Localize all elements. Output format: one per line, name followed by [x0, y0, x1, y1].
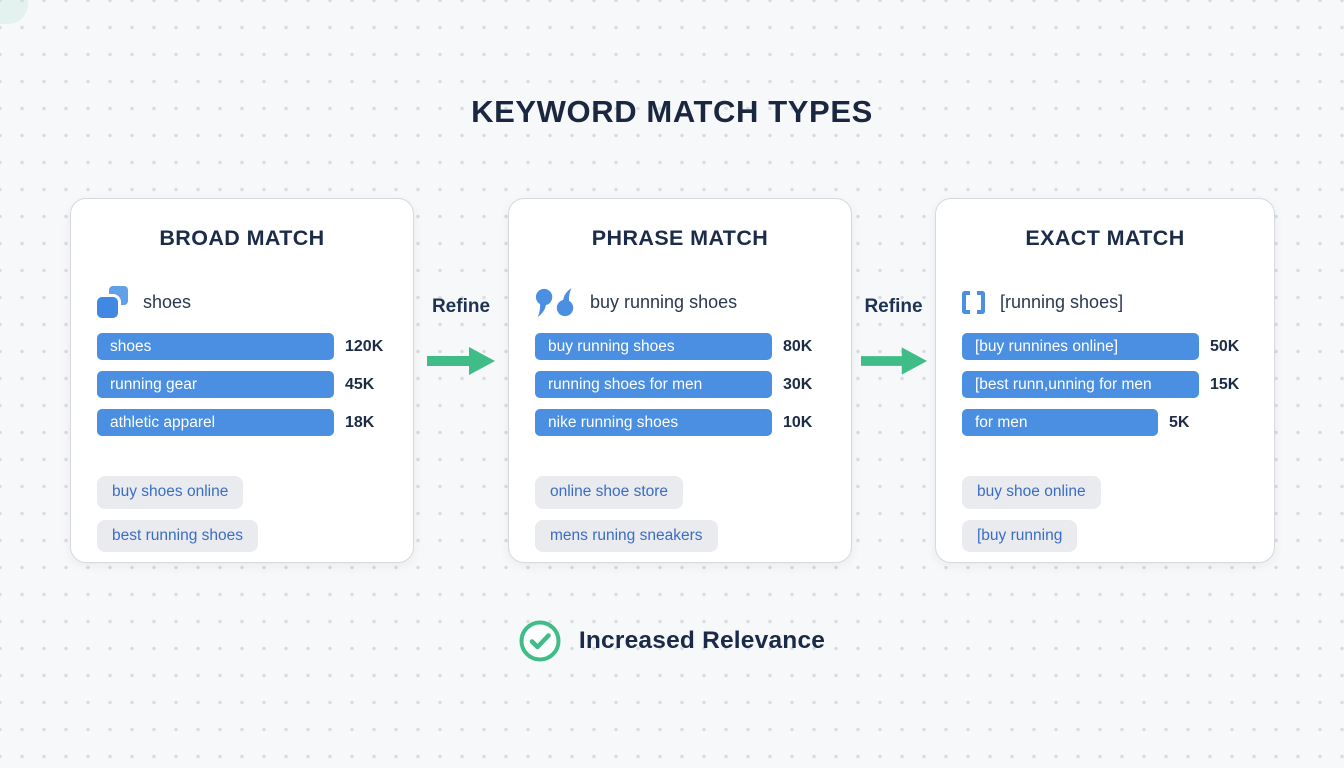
related-term-pill: buy shoes online [97, 476, 244, 509]
bracket-right [977, 290, 985, 314]
keyword-row: buy running shoes [535, 285, 825, 319]
related-term-pill: mens runing sneakers [535, 519, 718, 552]
volume-bar-row: running shoes for men 30K [535, 371, 825, 398]
volume-bar-row: for men 5K [962, 409, 1248, 436]
brackets-icon [962, 290, 985, 314]
volume-bar-label: [best runn,unning for men [975, 375, 1152, 393]
volume-bar: athletic apparel [97, 409, 334, 436]
volume-bar-label: buy running shoes [548, 337, 675, 355]
keyword-text: [running shoes] [1000, 291, 1124, 312]
corner-decoration [0, 0, 28, 24]
volume-bar-row: [best runn,unning for men 15K [962, 371, 1248, 398]
volume-bar-label: for men [975, 413, 1028, 431]
overlap-squares-icon [97, 286, 128, 318]
refine-label: Refine [864, 296, 923, 317]
volume-bars: shoes 120K running gear 45K athletic app… [97, 333, 387, 436]
check-circle-icon [519, 620, 561, 662]
volume-value: 18K [345, 413, 375, 431]
volume-bar-label: [buy runnines online] [975, 337, 1119, 355]
keyword-text: buy running shoes [590, 291, 738, 312]
volume-bar: for men [962, 409, 1158, 436]
bracket-left [962, 290, 970, 314]
card-exact-match: EXACT MATCH [running shoes] [buy runnine… [935, 198, 1275, 563]
keyword-row: shoes [97, 285, 387, 319]
volume-bar: shoes [97, 333, 334, 360]
volume-bars: [buy runnines online] 50K [best runn,unn… [962, 333, 1248, 436]
volume-bar-row: running gear 45K [97, 371, 387, 398]
overlap-squares-front [97, 297, 118, 318]
page-title: KEYWORD MATCH TYPES [471, 94, 873, 129]
volume-bar: buy running shoes [535, 333, 772, 360]
related-term-pill: best running shoes [97, 519, 258, 552]
volume-bar: nike running shoes [535, 409, 772, 436]
volume-bar-label: running gear [110, 375, 198, 393]
volume-value: 30K [783, 375, 813, 393]
volume-bar: [buy runnines online] [962, 333, 1199, 360]
card-title: BROAD MATCH [159, 226, 325, 250]
footer-relevance: Increased Relevance [0, 620, 1344, 662]
refine-label: Refine [431, 296, 491, 317]
card-broad-match: BROAD MATCH shoes shoes 120K running gea… [70, 198, 414, 563]
volume-bar-label: running shoes for men [548, 375, 703, 393]
related-terms: buy shoes online best running shoes [97, 476, 387, 552]
volume-bar: [best runn,unning for men [962, 371, 1199, 398]
volume-value: 120K [345, 337, 384, 355]
volume-bars: buy running shoes 80K running shoes for … [535, 333, 825, 436]
connector-refine: Refine [414, 198, 508, 378]
related-terms: online shoe store mens runing sneakers [535, 476, 825, 552]
volume-value: 5K [1169, 413, 1190, 431]
volume-bar-label: nike running shoes [548, 413, 679, 431]
arrow-right-icon [427, 347, 495, 375]
related-terms: buy shoe online [buy running [962, 476, 1248, 552]
volume-bar: running gear [97, 371, 334, 398]
volume-bar-label: shoes [110, 337, 152, 355]
volume-bar-row: nike running shoes 10K [535, 409, 825, 436]
card-title: PHRASE MATCH [591, 226, 769, 250]
arrow-right-icon [860, 347, 927, 375]
keyword-row: [running shoes] [962, 285, 1248, 319]
connector-refine: Refine [852, 198, 935, 378]
volume-value: 80K [783, 337, 813, 355]
card-title: EXACT MATCH [1025, 226, 1185, 250]
keyword-text: shoes [143, 291, 192, 312]
quote-icon [535, 287, 574, 317]
volume-value: 50K [1210, 337, 1240, 355]
volume-value: 10K [783, 413, 813, 431]
volume-bar-row: [buy runnines online] 50K [962, 333, 1248, 360]
volume-bar-row: shoes 120K [97, 333, 387, 360]
card-phrase-match: PHRASE MATCH buy running shoes buy runni… [508, 198, 852, 563]
footer-label: Increased Relevance [578, 627, 826, 654]
volume-value: 45K [345, 375, 375, 393]
volume-bar-row: buy running shoes 80K [535, 333, 825, 360]
volume-bar-label: athletic apparel [110, 413, 216, 431]
volume-value: 15K [1210, 375, 1240, 393]
volume-bar-row: athletic apparel 18K [97, 409, 387, 436]
related-term-pill: online shoe store [535, 476, 684, 509]
related-term-pill: [buy running [962, 519, 1078, 552]
related-term-pill: buy shoe online [962, 476, 1101, 509]
volume-bar: running shoes for men [535, 371, 772, 398]
